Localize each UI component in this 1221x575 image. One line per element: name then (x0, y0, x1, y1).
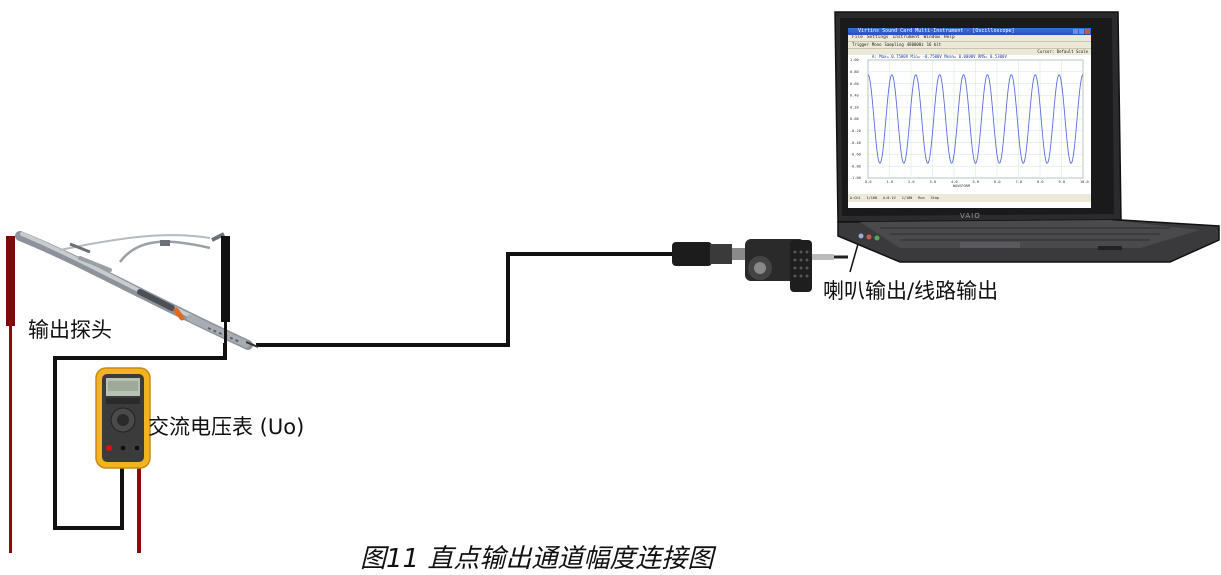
y-tick-label: -0.40 (850, 141, 861, 145)
menu-window[interactable]: Window (923, 35, 940, 40)
y-tick-label: -0.80 (850, 164, 861, 168)
y-tick-label: -1.00 (850, 176, 861, 180)
y-tick-label: 0.60 (850, 82, 859, 86)
connection-diagram: Virtins Sound Card Multi-Instrument - [O… (6, 11, 1220, 574)
toolbar-rate[interactable]: 48000Hz (906, 42, 924, 47)
window-title: Virtins Sound Card Multi-Instrument - [O… (858, 28, 1015, 34)
toolbar-mode[interactable]: Mono (871, 42, 882, 47)
maximize-icon[interactable] (1079, 29, 1084, 34)
laptop-brand-logo: VAIO (960, 212, 981, 220)
x-tick-label: 4.0 (951, 180, 958, 184)
probe-label: 输出探头 (28, 318, 112, 342)
x-tick-label: 1.0 (887, 180, 894, 184)
status-channel[interactable]: A:Ch1 (850, 196, 861, 200)
signal-cable (256, 252, 680, 347)
x-tick-label: 6.0 (994, 180, 1001, 184)
menu-help[interactable]: Help (943, 35, 955, 40)
black-test-lead (221, 236, 230, 343)
x-tick-label: 5.0 (973, 180, 980, 184)
x-tick-label: 8.0 (1037, 180, 1044, 184)
menu-instrument[interactable]: Instrument (892, 35, 920, 40)
close-icon[interactable] (1085, 29, 1090, 34)
status-bar: A:Ch1 1/100 A:0.1V 1/100 Run Stop (848, 194, 1091, 202)
red-test-lead-left (6, 236, 15, 553)
x-tick-label: 0.0 (865, 180, 872, 184)
y-tick-label: 0.00 (850, 117, 859, 121)
waveform-trace (867, 74, 1084, 164)
y-tick-label: 0.40 (850, 94, 859, 98)
y-tick-label: -0.60 (850, 153, 861, 157)
figure-caption: 图11 直点输出通道幅度连接图 (360, 544, 714, 574)
meter-wire (53, 343, 227, 530)
status-timebase-2[interactable]: 1/100 (901, 196, 913, 200)
stop-button[interactable]: Stop (930, 196, 940, 200)
output-probe (15, 231, 253, 350)
toolbar-trigger[interactable]: Trigger (852, 42, 869, 47)
x-tick-label: 3.0 (930, 180, 937, 184)
x-tick-label: 9.0 (1059, 180, 1066, 184)
toolbar: Trigger Mono Sampling 48000Hz 16 bit (848, 41, 1091, 48)
x-tick-label: 2.0 (908, 180, 915, 184)
status-volts[interactable]: A:0.1V (883, 196, 896, 200)
y-tick-label: 0.80 (850, 70, 859, 74)
x-tick-label: 7.0 (1016, 180, 1023, 184)
run-button[interactable]: Run (918, 196, 925, 200)
minimize-icon[interactable] (1073, 29, 1078, 34)
x-axis-title: WAVEFORM (953, 184, 970, 188)
y-tick-label: 0.20 (850, 105, 859, 109)
menu-settings[interactable]: Settings (866, 35, 889, 40)
toolbar-sampling[interactable]: Sampling (884, 42, 904, 47)
menu-file[interactable]: File (852, 35, 863, 40)
scope-plot: 1.00 0.80 0.60 0.40 0.20 0.00 -0.20 -0.40 -0.60 -… (850, 58, 1089, 184)
y-tick-label: -0.20 (850, 129, 861, 133)
speaker-out-label: 喇叭输出/线路输出 (823, 279, 999, 303)
status-timebase[interactable]: 1/100 (866, 196, 878, 200)
toolbar-bits[interactable]: 16 bit (926, 42, 942, 47)
menu-bar: File Settings Instrument Window Help (848, 35, 1091, 41)
ac-voltmeter (95, 367, 151, 469)
oscilloscope-window: Virtins Sound Card Multi-Instrument - [O… (848, 28, 1091, 208)
window-titlebar: Virtins Sound Card Multi-Instrument - [O… (848, 28, 1091, 35)
x-tick-label: 10.0 (1080, 180, 1089, 184)
measurement-readout: A: Max= 0.7500V Min= -0.7500V Mean= 0.00… (872, 54, 1007, 59)
y-tick-label: 1.00 (850, 58, 859, 62)
rca-adaptor (672, 239, 848, 292)
voltmeter-label: 交流电压表 (Uo) (148, 415, 305, 439)
toolbar-secondary: Cursor: Default Scale (848, 48, 1091, 55)
